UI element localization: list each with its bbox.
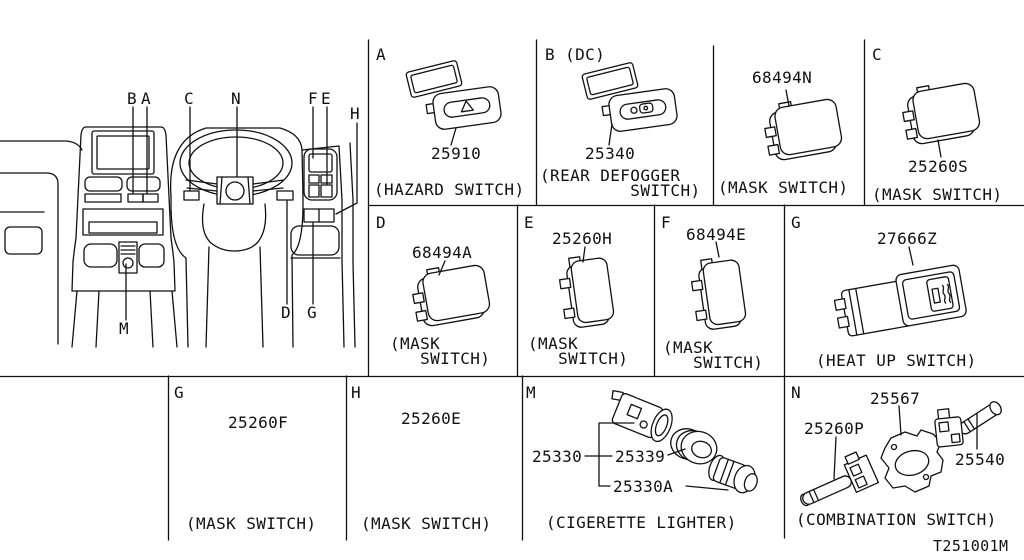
dashboard-callout-c: C [184, 89, 195, 108]
callout-leader-lines [125, 106, 358, 321]
mask-switch-68494a-art [412, 260, 492, 328]
cigarette-lighter-art [584, 389, 758, 494]
cell-d-caption: (MASK SWITCH) [390, 334, 491, 368]
cell-m-part-number-1: 25330 [532, 447, 583, 466]
cell-m-label: M [526, 383, 537, 402]
cell-h3-label: H [351, 383, 362, 402]
cell-b-caption: (REAR DEFOGGER SWITCH) [540, 166, 701, 200]
mask-switch-68494n-art [764, 89, 844, 162]
mask-switch-68494e-art [690, 241, 748, 331]
dashboard-callout-d: D [281, 303, 292, 322]
dashboard-callout-h: H [350, 104, 361, 123]
cell-n-part-number-3: 25540 [955, 450, 1006, 469]
cell-g2-label: G [791, 213, 802, 232]
heat-up-switch-art [833, 246, 967, 337]
combination-switch-art [800, 401, 1002, 507]
dashboard-callout-b: B [127, 89, 138, 108]
hazard-switch-art [404, 59, 503, 146]
rear-defogger-switch-art [580, 61, 679, 146]
mask-switch-25260h-art [558, 246, 616, 329]
cell-g3-label: G [174, 383, 185, 402]
dashboard-callout-n: N [231, 89, 242, 108]
cell-g3-part-number: 25260F [228, 413, 289, 432]
cell-b-label: B (DC) [545, 45, 606, 64]
cell-n-label: N [791, 383, 802, 402]
cell-n-part-number-2: 25567 [870, 389, 921, 408]
cell-e-part-number: 25260H [552, 229, 613, 248]
cell-m-part-number-2: 25339 [615, 447, 666, 466]
grid-lines [0, 39, 1024, 541]
cell-m-caption: (CIGERETTE LIGHTER) [546, 513, 737, 532]
cell-c-caption: (MASK SWITCH) [872, 185, 1003, 204]
diagram-code: T251001M [933, 537, 1009, 555]
cell-g3-caption: (MASK SWITCH) [186, 514, 317, 533]
cell-a-part-number: 25910 [431, 144, 482, 163]
cell-n-part-number-1: 25260P [804, 419, 865, 438]
cell-f-part-number: 68494E [686, 225, 747, 244]
cell-f-caption: (MASK SWITCH) [663, 338, 764, 372]
cell-mask-n-part-number: 68494N [752, 68, 813, 87]
cell-g2-part-number: 27666Z [877, 229, 938, 248]
cell-c-part-number: 25260S [908, 157, 969, 176]
cell-mask-n-caption: (MASK SWITCH) [718, 178, 849, 197]
cell-m-part-number-3: 25330A [613, 477, 674, 496]
cell-e-label: E [524, 213, 535, 232]
dashboard-callout-g: G [307, 303, 318, 322]
cell-g2-caption: (HEAT UP SWITCH) [816, 351, 977, 370]
cell-a-label: A [376, 45, 387, 64]
dashboard-callout-f: F [308, 89, 319, 108]
cell-d-part-number: 68494A [412, 243, 473, 262]
cell-n-caption: (COMBINATION SWITCH) [796, 510, 997, 529]
cell-h3-part-number: 25260E [401, 409, 462, 428]
cell-a-caption: (HAZARD SWITCH) [374, 180, 525, 199]
cell-f-label: F [661, 213, 672, 232]
dashboard-callout-e: E [321, 89, 332, 108]
cigarette-lighter-knob [122, 257, 134, 269]
cell-e-caption: (MASK SWITCH) [528, 334, 629, 368]
cell-c-label: C [872, 45, 883, 64]
cell-d-label: D [376, 213, 387, 232]
mask-switch-25260s-art [902, 81, 982, 158]
cell-b-part-number: 25340 [585, 144, 636, 163]
cell-h3-caption: (MASK SWITCH) [361, 514, 492, 533]
dashboard-callout-a: A [141, 89, 152, 108]
dashboard-callout-m: M [119, 319, 130, 338]
dashboard-illustration [0, 126, 356, 348]
